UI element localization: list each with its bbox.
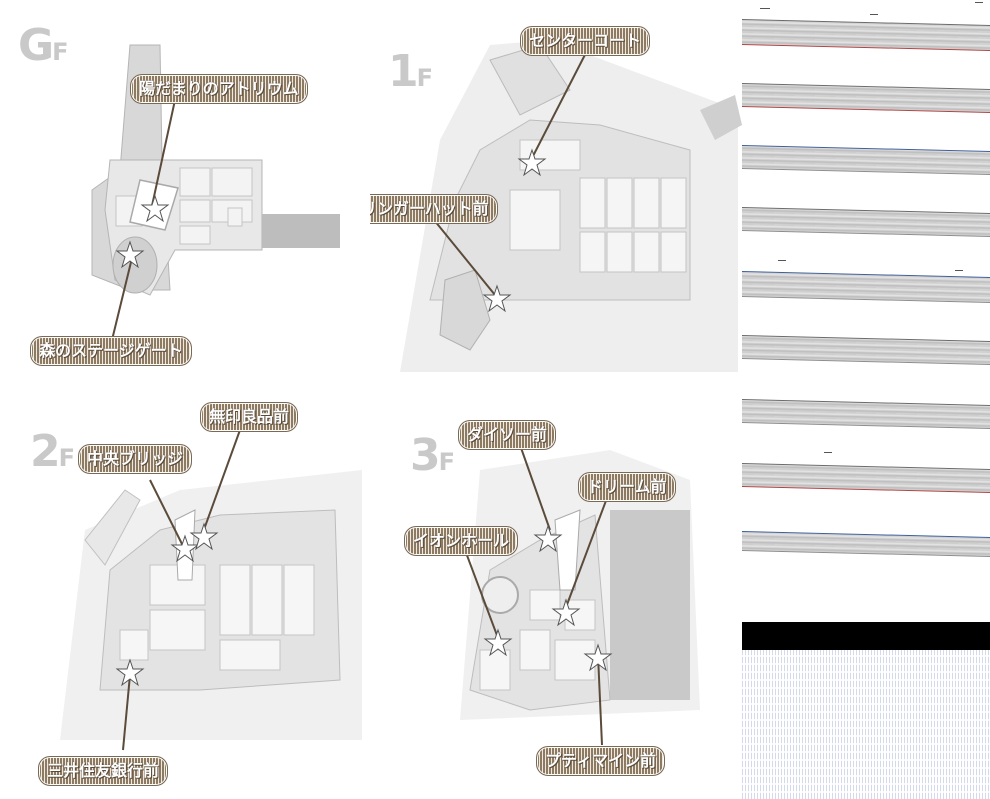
spot-label-3f-4[interactable]: プティマイン前 bbox=[536, 746, 666, 776]
spot-label-1f-2[interactable]: リンガーハット前 bbox=[370, 194, 498, 224]
rail-stripe bbox=[742, 18, 990, 52]
leader-line bbox=[464, 549, 499, 639]
spot-label-2f-2[interactable]: 中央ブリッジ bbox=[78, 444, 193, 474]
leader-line bbox=[122, 674, 131, 751]
leader-line bbox=[597, 654, 603, 746]
black-bar bbox=[742, 622, 990, 650]
star-marker[interactable] bbox=[551, 598, 581, 627]
spot-label-3f-2[interactable]: ドリーム前 bbox=[578, 472, 676, 502]
dash-mark bbox=[975, 2, 983, 3]
leader-line bbox=[149, 479, 186, 551]
star-marker[interactable] bbox=[533, 524, 563, 553]
leader-line bbox=[429, 214, 496, 296]
floor-map-3f: 3F ダイソー前 ドリーム前 イオンホール プティマイン前 bbox=[370, 390, 742, 799]
spot-label-3f-1[interactable]: ダイソー前 bbox=[458, 420, 557, 450]
rail-stripe bbox=[742, 144, 990, 176]
spot-label-gf-1[interactable]: 陽だまりのアトリウム bbox=[130, 74, 308, 104]
star-marker[interactable] bbox=[115, 240, 145, 269]
star-marker[interactable] bbox=[189, 522, 219, 551]
star-marker[interactable] bbox=[140, 194, 170, 223]
floor-map-2f: 2F 無印良品前 中央ブリッジ 三井住友銀行前 bbox=[0, 390, 370, 799]
dash-mark bbox=[955, 270, 963, 271]
floor-map-gf: GF 陽だまりのアトリウム 森のステージゲート bbox=[0, 0, 370, 390]
dash-mark bbox=[824, 452, 832, 453]
floor-label-2f: 2F bbox=[30, 426, 75, 477]
leader-line bbox=[111, 257, 133, 341]
gf-floor-plan bbox=[91, 44, 340, 341]
star-marker[interactable] bbox=[115, 658, 145, 687]
rail-stripe bbox=[742, 398, 990, 430]
leader-line bbox=[564, 489, 611, 611]
noise-pattern bbox=[742, 650, 990, 799]
floor-label-gf: GF bbox=[18, 20, 69, 71]
leader-line bbox=[201, 429, 241, 536]
dash-mark bbox=[870, 14, 878, 15]
star-marker[interactable] bbox=[483, 628, 513, 657]
star-marker[interactable] bbox=[482, 284, 512, 313]
spot-label-3f-3[interactable]: イオンホール bbox=[404, 526, 519, 556]
rail-stripe bbox=[742, 82, 990, 114]
floor-label-3f: 3F bbox=[410, 430, 455, 481]
star-marker[interactable] bbox=[170, 534, 200, 563]
spot-label-1f-1[interactable]: センターコート bbox=[520, 26, 651, 56]
leader-line bbox=[149, 99, 176, 216]
floor-label-1f: 1F bbox=[388, 46, 433, 97]
rail-stripe bbox=[742, 530, 990, 558]
leader-line bbox=[519, 444, 551, 531]
spot-label-gf-2[interactable]: 森のステージゲート bbox=[30, 336, 192, 366]
rail-stripe bbox=[742, 206, 990, 238]
floor-map-1f: 1F センターコート リンガーハット前 bbox=[370, 0, 742, 390]
spot-label-2f-1[interactable]: 無印良品前 bbox=[200, 402, 299, 432]
rail-stripe bbox=[742, 462, 990, 494]
3f-floor-plan bbox=[460, 444, 700, 746]
leader-line bbox=[531, 44, 591, 159]
rail-stripe bbox=[742, 270, 990, 304]
rail-stripe bbox=[742, 334, 990, 366]
2f-floor-plan bbox=[60, 429, 362, 751]
dash-mark bbox=[760, 8, 770, 9]
1f-floor-plan bbox=[400, 40, 742, 372]
star-marker[interactable] bbox=[517, 148, 547, 177]
star-marker[interactable] bbox=[583, 643, 613, 672]
dash-mark bbox=[778, 260, 786, 261]
spot-label-2f-3[interactable]: 三井住友銀行前 bbox=[38, 756, 169, 786]
